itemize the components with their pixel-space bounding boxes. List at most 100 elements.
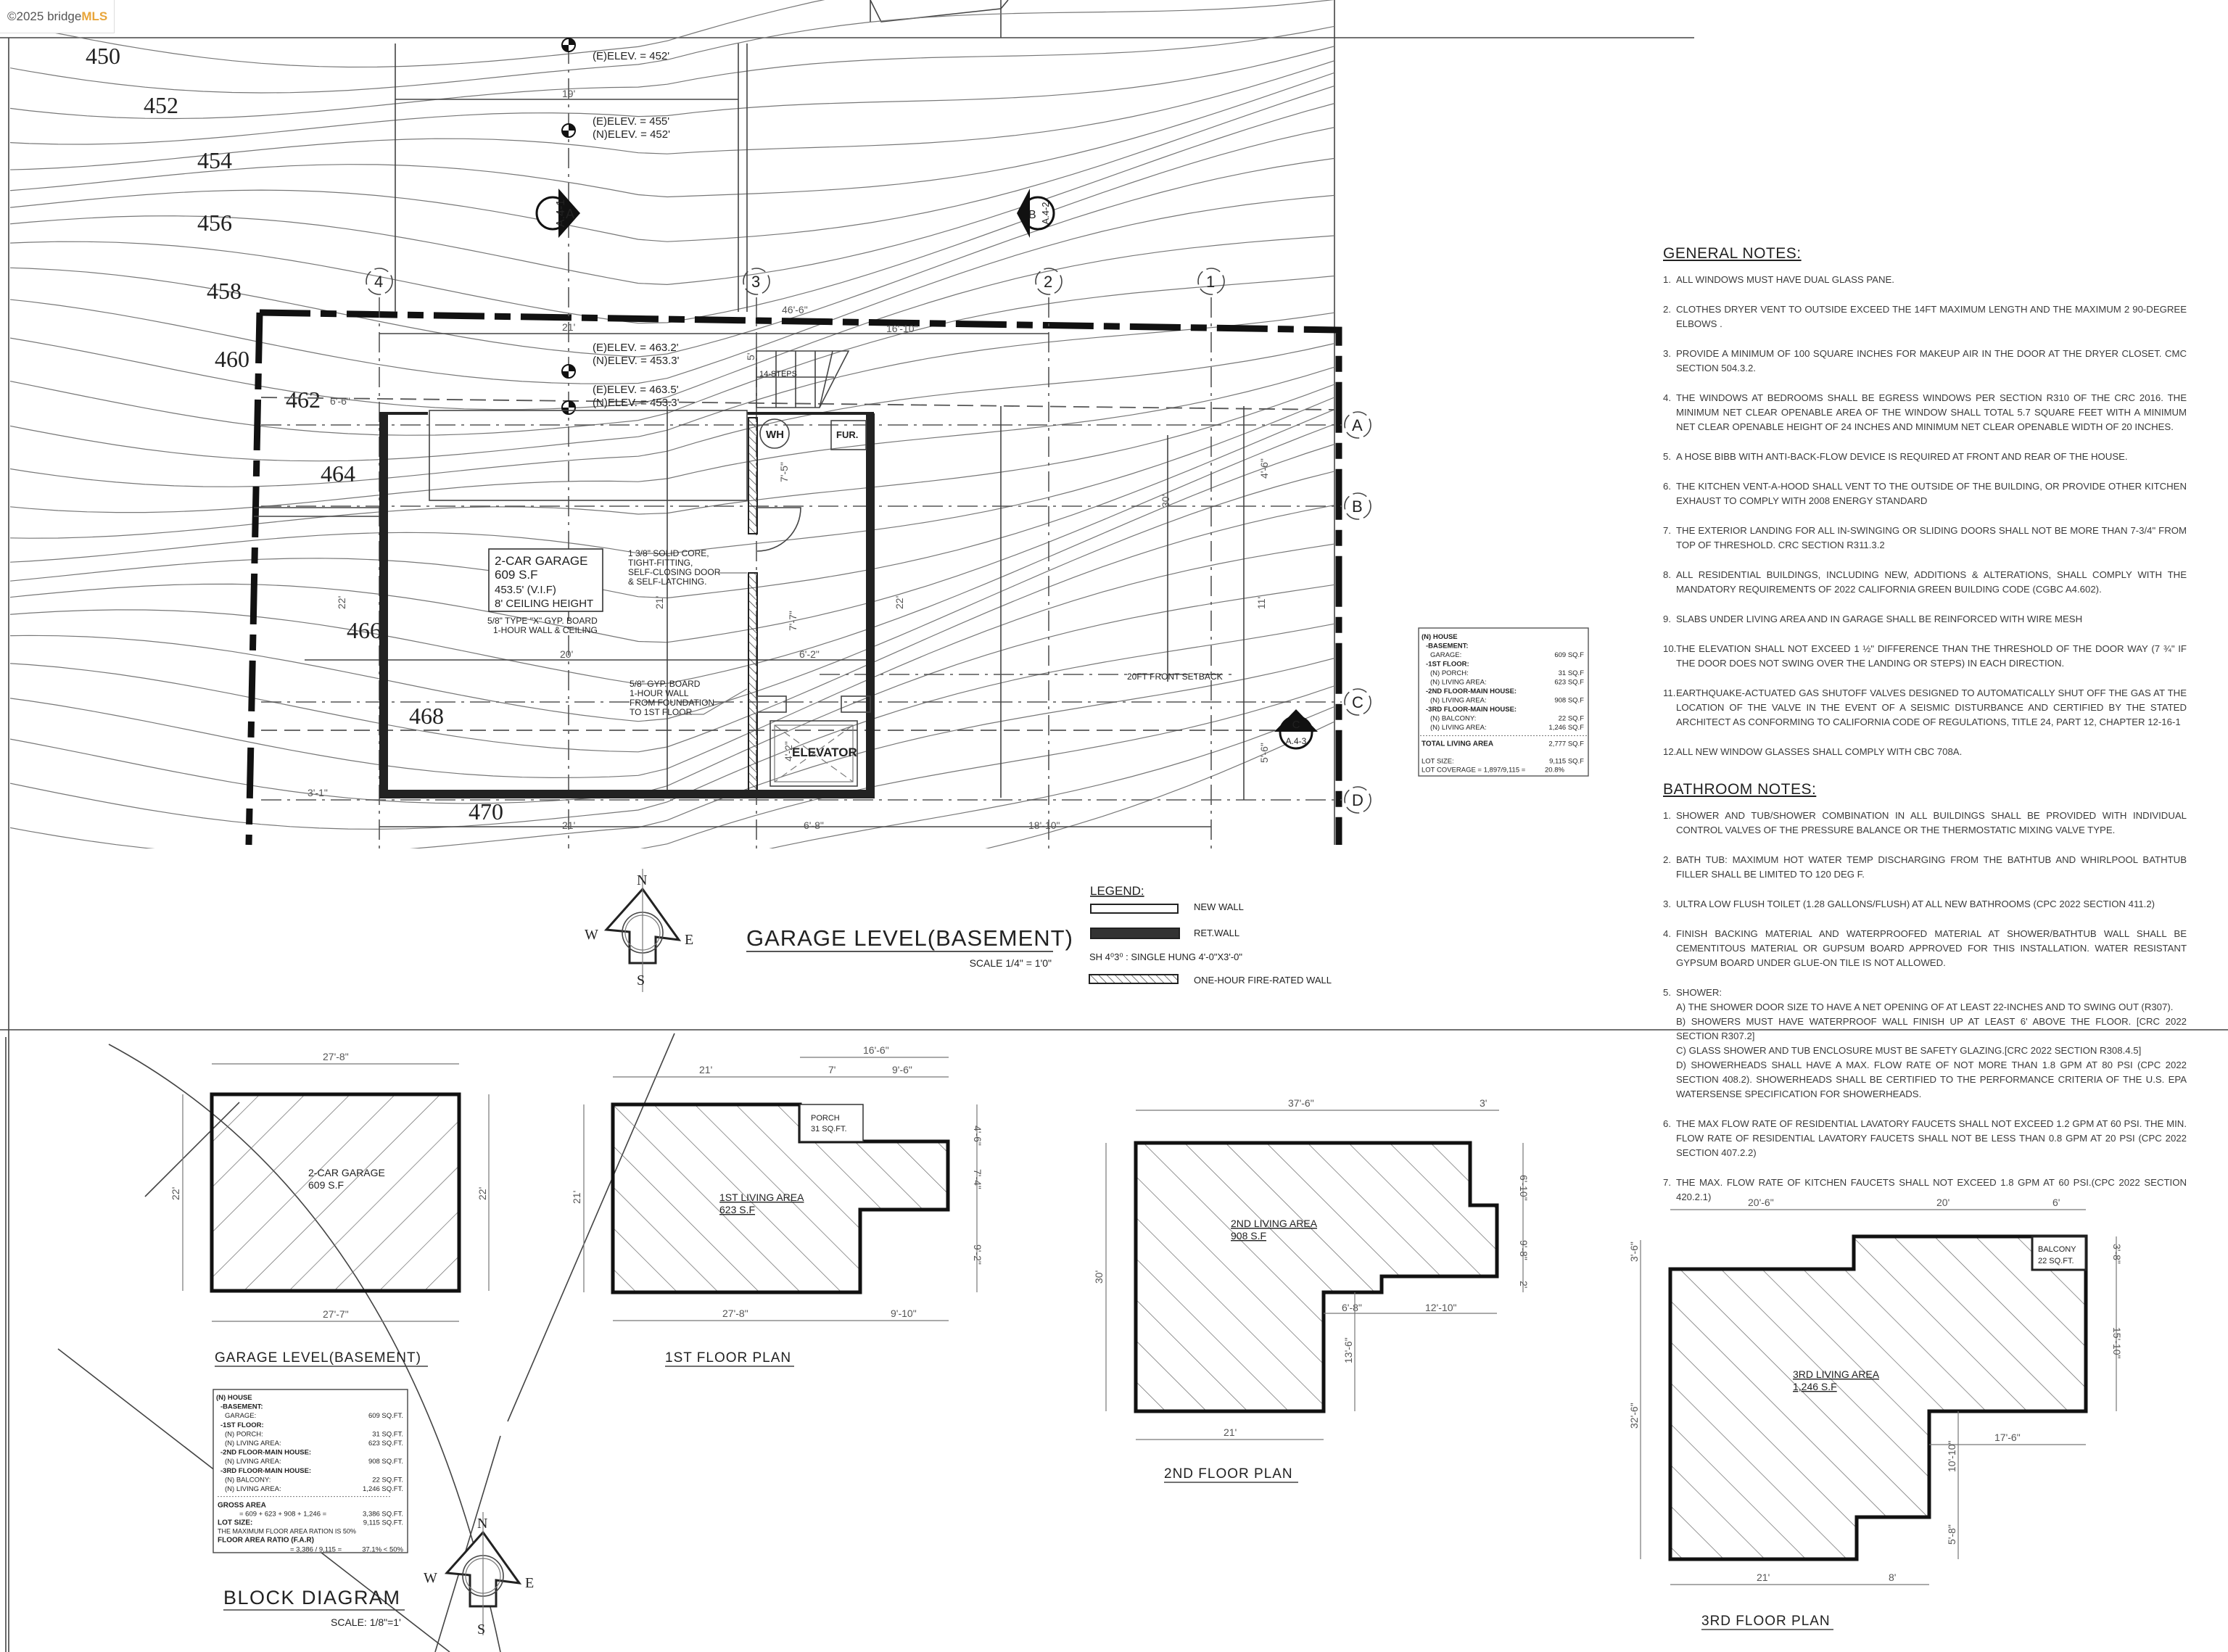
note-text: SHOWER:A) THE SHOWER DOOR SIZE TO HAVE A… bbox=[1676, 986, 2187, 1102]
table-cell: 20.8% bbox=[1545, 767, 1564, 775]
table-row-label: GARAGE: bbox=[1430, 651, 1461, 659]
svg-text:6'-2": 6'-2" bbox=[799, 648, 820, 660]
note-number: 5. bbox=[1663, 451, 1671, 462]
contour-line bbox=[10, 60, 1334, 170]
table-row-label: (N) HOUSE bbox=[216, 1394, 252, 1402]
svg-text:2ND LIVING AREA: 2ND LIVING AREA bbox=[1231, 1218, 1318, 1229]
bathroom-note: 4.FINISH BACKING MATERIAL AND WATERPROOF… bbox=[1663, 927, 2187, 970]
svg-text:6'-8": 6'-8" bbox=[804, 819, 824, 831]
svg-text:A: A bbox=[566, 207, 574, 221]
shower-sub-note: D) SHOWERHEADS SHALL HAVE A MAX. FLOW RA… bbox=[1676, 1060, 2187, 1099]
note-number: 6. bbox=[1663, 481, 1671, 492]
contour-line bbox=[10, 194, 1334, 384]
note-text: CLOTHES DRYER VENT TO OUTSIDE EXCEED THE… bbox=[1676, 304, 2187, 329]
wall-note: 5/8" GYP. BOARD 1-HOUR WALL FROM FOUNDAT… bbox=[630, 679, 748, 717]
table-cell: = 609 + 623 + 908 + 1,246 = bbox=[239, 1511, 327, 1519]
note-number: 11. bbox=[1663, 687, 1676, 698]
grid-bubbles: 4 3 2 1 A B C D bbox=[366, 268, 1371, 814]
svg-text:5/8" TYPE "X" GYP. BOARD: 5/8" TYPE "X" GYP. BOARD bbox=[487, 616, 598, 626]
north-arrow-block: N S W E bbox=[424, 1511, 534, 1637]
elevator-label: ELEVATOR bbox=[792, 746, 857, 759]
svg-text:10'-10": 10'-10" bbox=[1946, 1441, 1957, 1472]
elevation-marker bbox=[561, 364, 576, 379]
svg-text:N: N bbox=[637, 872, 647, 888]
legend: LEGEND: NEW WALL RET.WALL SH 4⁰3⁰ : SING… bbox=[1089, 884, 1332, 986]
grid-bubble-label: 1 bbox=[1206, 273, 1215, 291]
contour-labels: 450 452 454 456 458 460 462 464 466 468 … bbox=[86, 43, 503, 825]
elevation-marker bbox=[561, 400, 576, 415]
note-text: FINISH BACKING MATERIAL AND WATERPROOFED… bbox=[1676, 928, 2187, 968]
svg-text:LEGEND:: LEGEND: bbox=[1090, 884, 1144, 898]
elevation-text: (N)ELEV. = 453.3' bbox=[593, 355, 680, 367]
contour-line bbox=[10, 127, 1334, 324]
svg-text:4'-2": 4'-2" bbox=[783, 741, 794, 761]
note-text: BATH TUB: MAXIMUM HOT WATER TEMP DISCHAR… bbox=[1676, 854, 2187, 880]
section-marker-a: A.4-1 A bbox=[535, 189, 580, 238]
bathroom-notes-title: BATHROOM NOTES: bbox=[1663, 781, 1817, 798]
table-row-label: (N) BALCONY: bbox=[1430, 715, 1476, 723]
note-text: ALL NEW WINDOW GLASSES SHALL COMPLY WITH… bbox=[1676, 746, 1963, 757]
note-number: 3. bbox=[1663, 348, 1671, 359]
grid-bubble-label: 3 bbox=[751, 273, 760, 291]
general-note: 4.THE WINDOWS AT BEDROOMS SHALL BE EGRES… bbox=[1663, 391, 2187, 434]
svg-text:609 S.F: 609 S.F bbox=[308, 1179, 344, 1191]
svg-text:S: S bbox=[477, 1622, 485, 1637]
svg-text:27'-8": 27'-8" bbox=[323, 1051, 349, 1062]
contour-line bbox=[769, 706, 1334, 848]
bathroom-note: 3.ULTRA LOW FLUSH TOILET (1.28 GALLONS/F… bbox=[1663, 897, 2187, 912]
note-text: THE MAX. FLOW RATE OF KITCHEN FAUCETS SH… bbox=[1676, 1177, 2187, 1202]
bathroom-note: 6.THE MAX FLOW RATE OF RESIDENTIAL LAVAT… bbox=[1663, 1117, 2187, 1160]
svg-text:15'-10": 15'-10" bbox=[2111, 1327, 2123, 1358]
general-note: 6.THE KITCHEN VENT-A-HOOD SHALL VENT TO … bbox=[1663, 479, 2187, 508]
water-heater-label: WH bbox=[766, 429, 784, 441]
svg-text:30': 30' bbox=[1093, 1271, 1105, 1284]
garage-foundation: WH FUR. ELEVATOR bbox=[379, 410, 875, 798]
general-note: 3.PROVIDE A MINIMUM OF 100 SQUARE INCHES… bbox=[1663, 347, 2187, 376]
second-floor-plan: 2ND LIVING AREA 908 S.F 37'-6" 3' 30' 21… bbox=[1093, 1097, 1530, 1483]
svg-text:2-CAR GARAGE: 2-CAR GARAGE bbox=[308, 1167, 385, 1178]
svg-text:6'-6": 6'-6" bbox=[330, 395, 350, 407]
svg-text:TIGHT-FITTING,: TIGHT-FITTING, bbox=[628, 558, 693, 568]
svg-text:5'-8": 5'-8" bbox=[1946, 1524, 1957, 1545]
area-table: (N) HOUSE-BASEMENT:GARAGE:609 SQ.F-1ST F… bbox=[1418, 627, 1589, 777]
contour-line bbox=[10, 157, 1334, 358]
elevation-text: (E)ELEV. = 455' bbox=[593, 115, 669, 128]
table-cell: LOT COVERAGE = 1,897/9,115 = bbox=[1422, 767, 1526, 775]
svg-text:31 SQ.FT.: 31 SQ.FT. bbox=[811, 1125, 847, 1133]
svg-text:32'-6": 32'-6" bbox=[1628, 1403, 1640, 1429]
table-row-label: (N) LIVING AREA: bbox=[1430, 697, 1487, 705]
note-text: SHOWER AND TUB/SHOWER COMBINATION IN ALL… bbox=[1676, 810, 2187, 835]
table-row-label: (N) LIVING AREA: bbox=[225, 1440, 281, 1447]
contour-label: 454 bbox=[197, 147, 232, 173]
contour-line bbox=[640, 685, 1334, 848]
svg-text:PORCH: PORCH bbox=[811, 1114, 840, 1123]
table-row-value: 623 SQ.FT. bbox=[368, 1440, 403, 1447]
table-cell: 2,777 SQ.F bbox=[1548, 740, 1584, 748]
table-cell: THE MAXIMUM FLOOR AREA RATION IS 50% bbox=[218, 1528, 356, 1535]
bathroom-note: 2. BATH TUB: MAXIMUM HOT WATER TEMP DISCH… bbox=[1663, 853, 2187, 882]
svg-text:FROM FOUNDATION: FROM FOUNDATION bbox=[630, 698, 714, 708]
svg-text:9'-8": 9'-8" bbox=[1518, 1240, 1530, 1260]
table-row-label: -BASEMENT: bbox=[1426, 643, 1469, 651]
contour-label: 458 bbox=[207, 278, 242, 304]
svg-text:2-CAR GARAGE: 2-CAR GARAGE bbox=[495, 554, 587, 568]
general-note: 8.ALL RESIDENTIAL BUILDINGS, INCLUDING N… bbox=[1663, 568, 2187, 597]
svg-text:21': 21' bbox=[1224, 1426, 1237, 1438]
general-note: 1.ALL WINDOWS MUST HAVE DUAL GLASS PANE. bbox=[1663, 273, 2187, 287]
table-row-label: (N) HOUSE bbox=[1422, 633, 1458, 641]
setback-label: 20FT FRONT SETBACK bbox=[1127, 672, 1223, 682]
svg-text:21': 21' bbox=[571, 1191, 582, 1204]
block-diagram: 2-CAR GARAGE 609 S.F 27'-8" 27'-7" 22' 2… bbox=[57, 1033, 2123, 1652]
note-text: ALL WINDOWS MUST HAVE DUAL GLASS PANE. bbox=[1676, 274, 1894, 285]
note-number: 12. bbox=[1663, 746, 1677, 757]
note-number: 2. bbox=[1663, 304, 1671, 315]
table-cell: LOT SIZE: bbox=[218, 1519, 252, 1527]
svg-text:1ST LIVING AREA: 1ST LIVING AREA bbox=[719, 1191, 804, 1203]
svg-text:9'-10": 9'-10" bbox=[891, 1308, 917, 1319]
svg-text:3RD LIVING AREA: 3RD LIVING AREA bbox=[1793, 1368, 1880, 1380]
svg-text:22': 22' bbox=[894, 596, 905, 609]
table-row-label: -BASEMENT: bbox=[220, 1403, 263, 1411]
notes-panel: GENERAL NOTES: 1.ALL WINDOWS MUST HAVE D… bbox=[1663, 246, 2187, 1220]
note-number: 2. bbox=[1663, 854, 1671, 865]
